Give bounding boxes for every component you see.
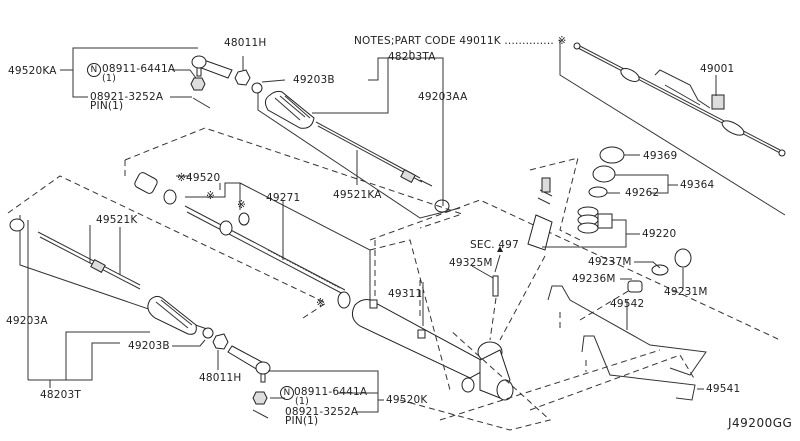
boot-top[interactable] [264, 90, 315, 129]
bushing-49520[interactable] [133, 171, 158, 195]
label-08921-3252a-top[interactable]: 08921-3252A [90, 91, 164, 103]
pinion-valve-49220-assembly[interactable] [527, 177, 553, 251]
pin-08921-top: PIN(1) [90, 100, 124, 112]
label-49203aa[interactable]: 49203AA [418, 91, 468, 103]
seal-49271-end[interactable] [337, 291, 351, 309]
arrow-sec-497 [494, 254, 501, 273]
tie-rod-end-bottom[interactable] [227, 345, 271, 383]
pin-08921-bottom: PIN(1) [285, 415, 319, 427]
inner-tie-rod-top[interactable] [315, 121, 433, 187]
star-mark-2: ※ [237, 199, 246, 211]
seal-ring-a[interactable] [163, 189, 177, 205]
label-49364[interactable]: 49364 [680, 179, 715, 191]
clamp-49203a[interactable] [9, 218, 25, 232]
lock-nut-48011h-top[interactable] [234, 69, 251, 86]
n-symbol-icon-bottom: N [280, 386, 294, 400]
label-sec-497[interactable]: SEC. 497 [470, 239, 519, 251]
pin-bottom[interactable] [252, 409, 269, 419]
ring-49262[interactable] [588, 186, 608, 198]
label-49203a[interactable]: 49203A [6, 315, 48, 327]
diagram-code: J49200GG [728, 416, 793, 430]
label-08921-3252a-bottom[interactable]: 08921-3252A [285, 406, 359, 418]
tube-49542[interactable] [547, 285, 707, 376]
label-08911-6441a-top[interactable]: 08911-6441A [102, 63, 176, 75]
label-49369[interactable]: 49369 [643, 150, 678, 162]
nut-bottom[interactable] [252, 391, 268, 405]
seal-ring-b[interactable] [238, 212, 250, 226]
plug-49236m[interactable] [627, 280, 643, 293]
inner-tie-rod-bottom[interactable] [37, 231, 141, 290]
label-48203ta[interactable]: 48203TA [388, 51, 436, 63]
clamp-49203b-top[interactable] [251, 82, 263, 94]
label-48203t[interactable]: 48203T [40, 389, 82, 401]
seal-49364[interactable] [592, 165, 616, 183]
seal-rings-49220[interactable] [577, 206, 613, 234]
spring-49237m[interactable] [651, 264, 669, 276]
clamp-49203b-bottom[interactable] [202, 327, 214, 339]
label-49220[interactable]: 49220 [642, 228, 677, 240]
steering-gear-assembly-49001[interactable] [573, 42, 786, 157]
label-49262[interactable]: 49262 [625, 187, 660, 199]
label-49325m[interactable]: 49325M [449, 257, 493, 269]
label-49520[interactable]: ※49520 [177, 172, 221, 184]
label-49203b-bottom[interactable]: 49203B [128, 340, 170, 352]
label-49311[interactable]: 49311 [388, 288, 423, 300]
gear-housing-49311[interactable] [351, 299, 514, 401]
label-49231m[interactable]: 49231M [664, 286, 708, 298]
label-49542[interactable]: 49542 [610, 298, 645, 310]
label-49203b-top[interactable]: 49203B [293, 74, 335, 86]
label-49541[interactable]: 49541 [706, 383, 741, 395]
label-08911-6441a-bottom[interactable]: 08911-6441A [294, 386, 368, 398]
star-mark-1: ※ [206, 190, 215, 202]
label-48011h-bottom[interactable]: 48011H [199, 372, 242, 384]
pin-top[interactable] [192, 97, 211, 109]
label-49521ka[interactable]: 49521KA [333, 189, 382, 201]
star-mark-3: ※ [316, 297, 325, 309]
notes-part-code: NOTES;PART CODE 49011K .............. ※ [354, 35, 567, 47]
label-48011h-top[interactable]: 48011H [224, 37, 267, 49]
label-49001[interactable]: 49001 [700, 63, 735, 75]
label-49236m[interactable]: 49236M [572, 273, 616, 285]
cap-49369[interactable] [599, 146, 625, 164]
fitting-49325m[interactable] [492, 275, 499, 297]
label-49520k[interactable]: 49520K [386, 394, 428, 406]
rack-49271[interactable] [184, 205, 348, 297]
qty-08911-bottom: (1) [295, 396, 310, 407]
qty-08911-top: (1) [102, 73, 117, 84]
label-49237m[interactable]: 49237M [588, 256, 632, 268]
tie-rod-end-top[interactable] [191, 55, 233, 79]
nut-top[interactable] [190, 77, 206, 91]
lock-nut-48011h-bottom[interactable] [212, 333, 229, 350]
boot-bottom[interactable] [147, 295, 197, 335]
label-49271[interactable]: 49271 [266, 192, 301, 204]
adjusting-screw-49231m[interactable] [674, 248, 692, 268]
n-symbol-icon: N [87, 63, 101, 77]
label-49521k[interactable]: 49521K [96, 214, 138, 226]
label-49520ka[interactable]: 49520KA [8, 65, 57, 77]
tube-49541[interactable] [581, 335, 696, 401]
